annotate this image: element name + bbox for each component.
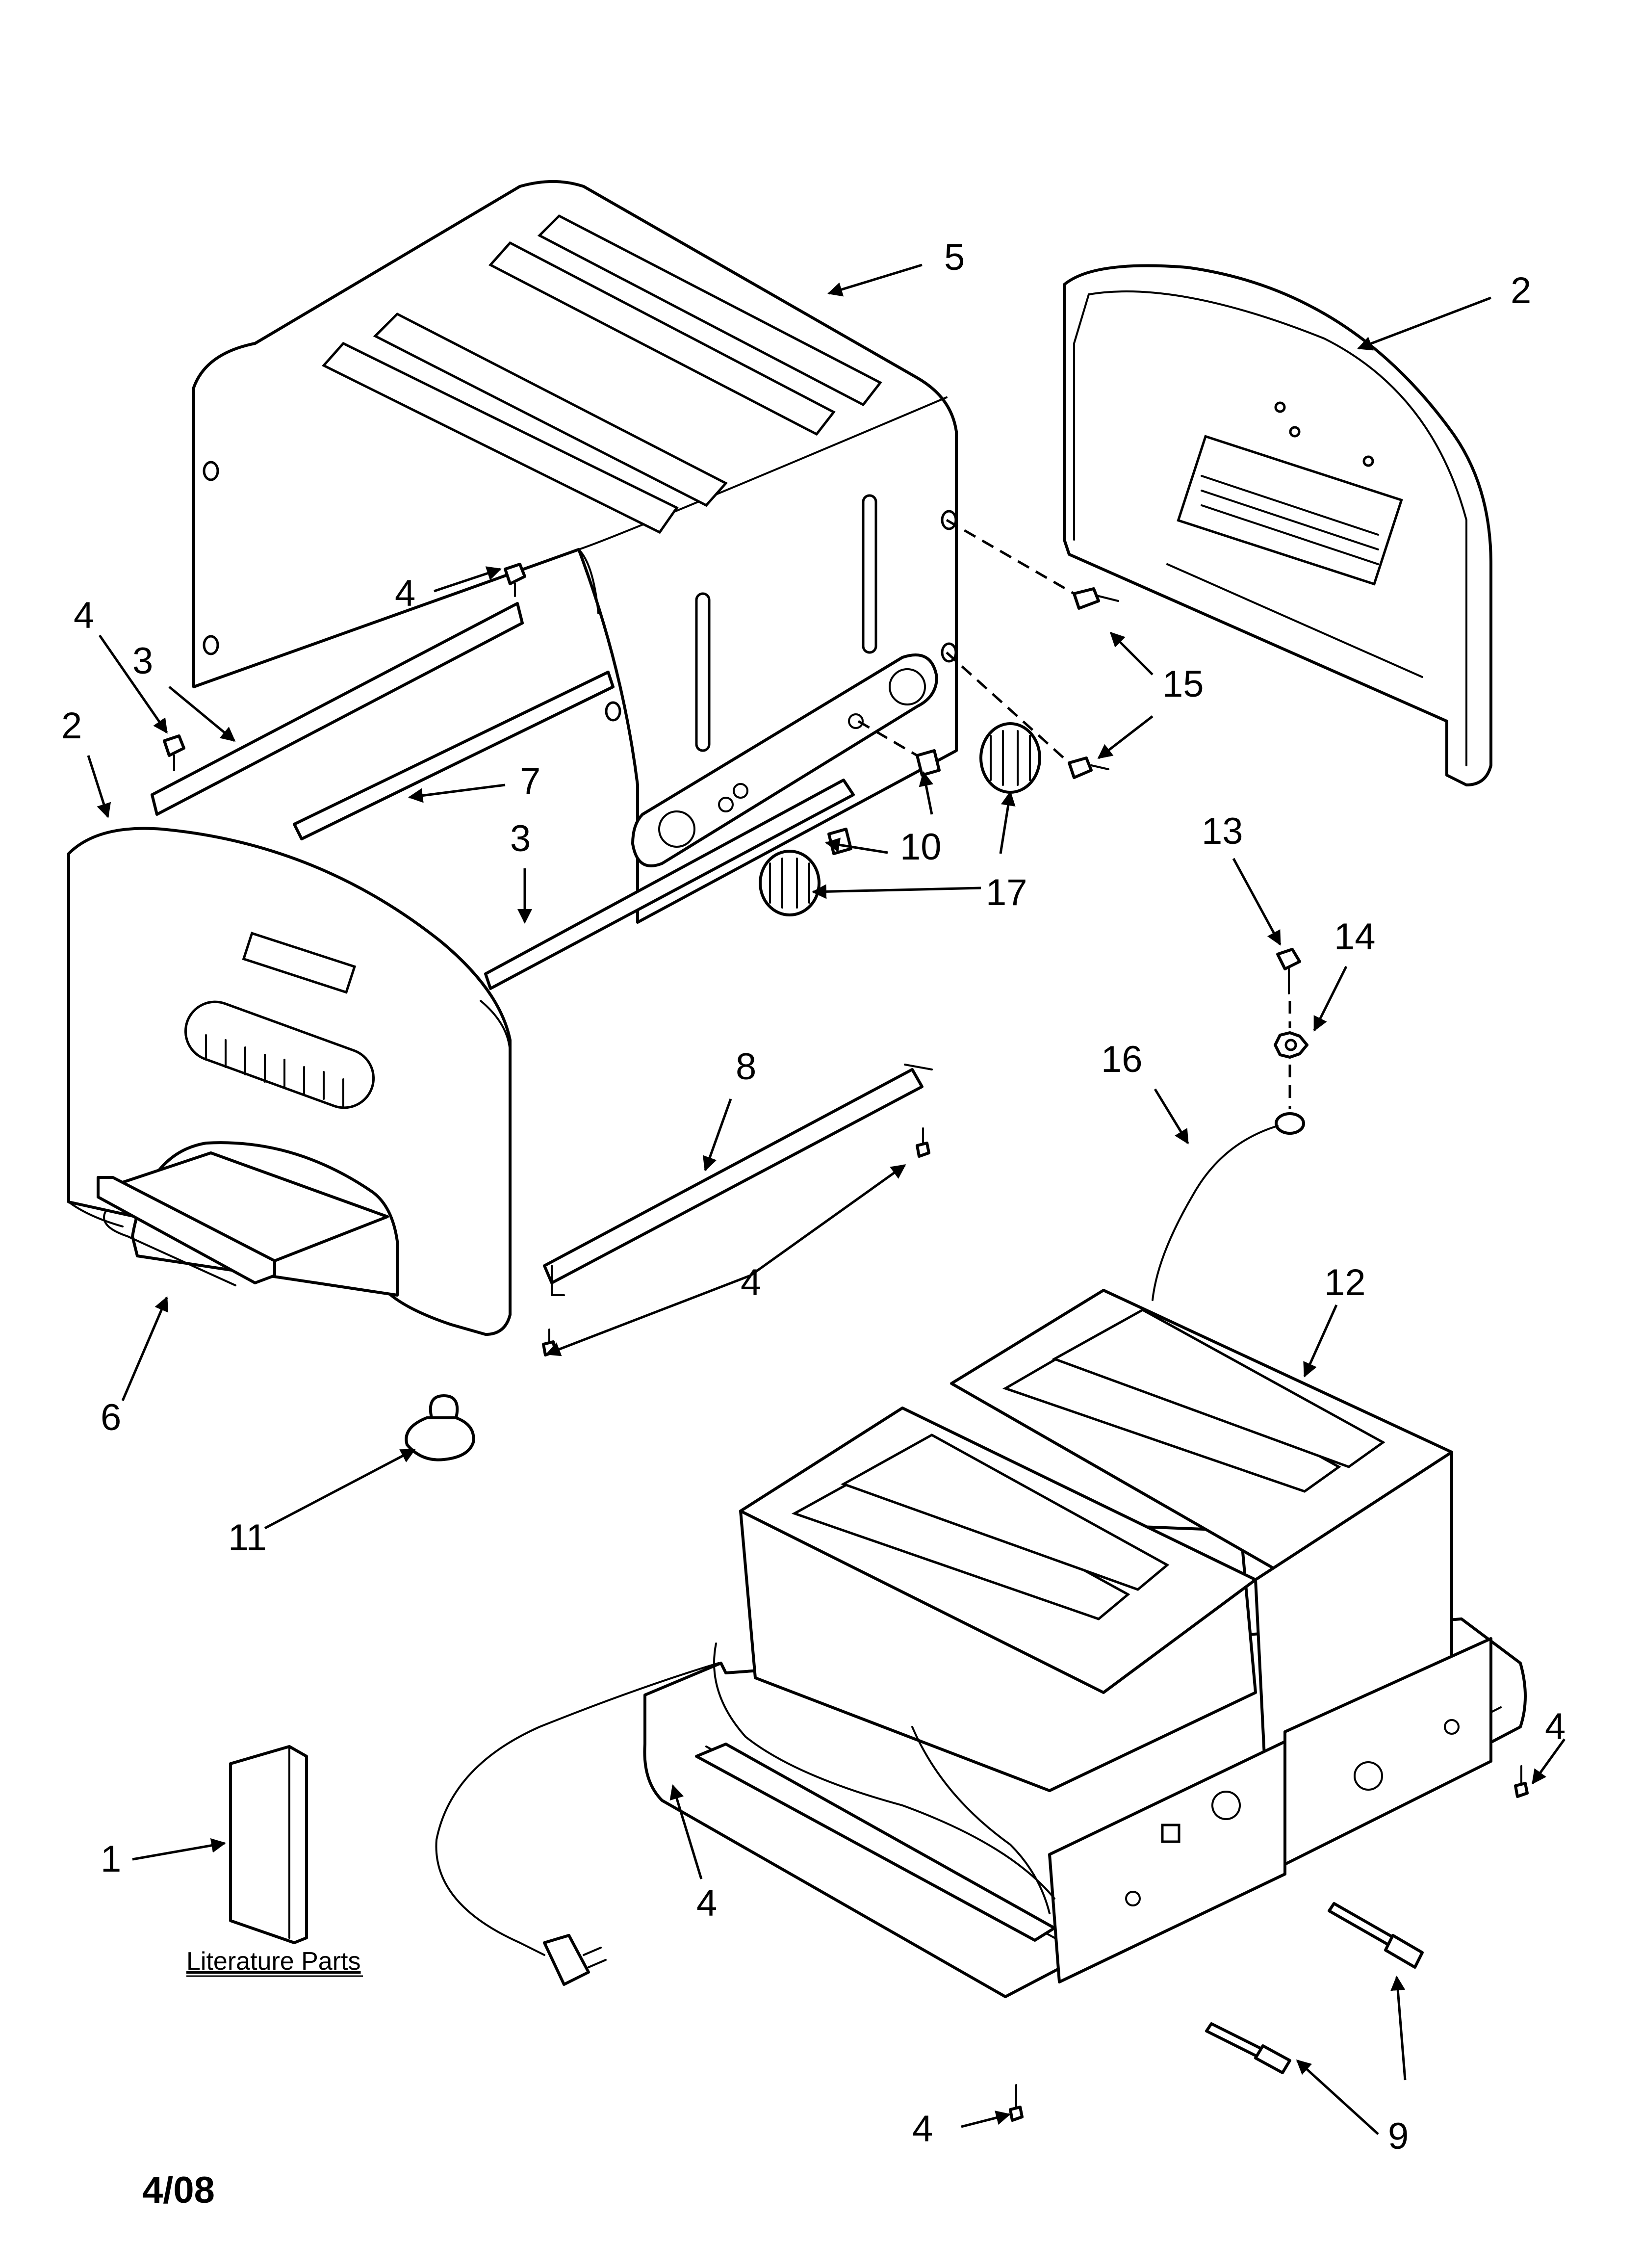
callout-4-bracket: 4 [741, 1262, 761, 1303]
front-end-panel [67, 827, 512, 1336]
callout-16: 16 [1101, 1039, 1143, 1080]
callout-labels: 5 2 4 3 2 4 7 3 10 17 15 13 14 16 8 4 12… [61, 236, 1565, 2211]
ground-screw [1276, 948, 1301, 994]
callout-3-center: 3 [510, 818, 531, 860]
crumb-tray [97, 1151, 389, 1286]
ground-wire [1152, 1112, 1305, 1301]
star-washer [1274, 1001, 1308, 1109]
callout-1: 1 [101, 1838, 121, 1880]
foot [405, 1394, 475, 1461]
date-code: 4/08 [142, 2169, 215, 2211]
callout-4-top-center: 4 [395, 573, 415, 614]
heating-chassis [643, 1289, 1527, 1998]
callout-9: 9 [1388, 2115, 1409, 2157]
literature-booklet [229, 1745, 308, 1944]
back-end-panel [1063, 264, 1492, 786]
callout-2-front: 2 [61, 705, 82, 747]
callout-17: 17 [986, 872, 1027, 913]
callout-4-top-left: 4 [74, 595, 94, 636]
callout-4-base-right: 4 [1545, 1706, 1565, 1747]
callout-13: 13 [1202, 810, 1243, 852]
callout-3-left: 3 [132, 640, 153, 682]
back-screws [946, 519, 1119, 779]
callout-2-back: 2 [1511, 270, 1531, 312]
housing-cover [192, 180, 958, 924]
callout-15: 15 [1162, 663, 1204, 705]
power-cord [435, 1662, 719, 1986]
callout-8: 8 [736, 1046, 756, 1088]
callout-10: 10 [900, 826, 942, 868]
leader-lines [87, 263, 1566, 2135]
pins [1205, 1902, 1424, 2074]
callout-4-base-bottom: 4 [912, 2108, 933, 2150]
literature-parts-label: Literature Parts [186, 1947, 361, 1976]
callout-4-base-left: 4 [696, 1882, 717, 1924]
rails [151, 602, 933, 1296]
callout-5: 5 [944, 236, 965, 278]
callout-12: 12 [1324, 1262, 1366, 1303]
callout-11: 11 [228, 1517, 267, 1559]
callout-14: 14 [1334, 916, 1376, 958]
callout-7: 7 [520, 760, 540, 802]
callout-6: 6 [101, 1397, 121, 1438]
